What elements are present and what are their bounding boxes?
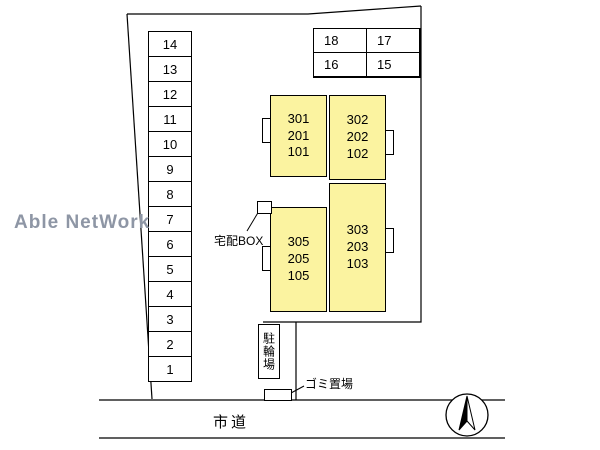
room-unit-301: 301 201 101 — [270, 95, 327, 177]
building-notch — [385, 228, 394, 253]
bicycle-parking-label: 駐輪場 — [261, 332, 276, 371]
garbage-pointer-line — [290, 385, 305, 394]
building-notch — [385, 130, 394, 155]
parking-space: 15 — [366, 52, 420, 77]
parking-space: 17 — [366, 28, 420, 53]
building-notch — [262, 246, 271, 271]
parking-space: 3 — [148, 306, 192, 332]
parking-grid-top-right: 18 17 16 15 — [313, 28, 421, 78]
garbage-area-label: ゴミ置場 — [305, 377, 354, 391]
delivery-box-pointer-line — [246, 210, 260, 232]
room-unit-305: 305 205 105 — [270, 207, 327, 312]
parking-space: 7 — [148, 206, 192, 232]
boundary-left-line — [126, 13, 153, 400]
parking-space: 12 — [148, 81, 192, 107]
compass-needle-right — [466, 395, 476, 431]
parking-space: 8 — [148, 181, 192, 207]
parking-space: 14 — [148, 31, 192, 57]
watermark-text: Able NetWork — [14, 212, 151, 233]
parking-space: 4 — [148, 281, 192, 307]
road-label: 市道 — [213, 414, 250, 431]
parking-space: 11 — [148, 106, 192, 132]
parking-space: 16 — [313, 52, 367, 77]
building-notch — [262, 118, 271, 143]
parking-space: 6 — [148, 231, 192, 257]
delivery-box-rect — [257, 201, 272, 214]
parking-space: 2 — [148, 331, 192, 357]
parking-space: 13 — [148, 56, 192, 82]
boundary-top-line — [127, 5, 422, 15]
parking-space: 5 — [148, 256, 192, 282]
parking-space: 1 — [148, 356, 192, 382]
parking-space: 10 — [148, 131, 192, 157]
parking-column-left: 14 13 12 11 10 9 8 7 6 5 4 3 2 1 — [148, 31, 192, 382]
garbage-area-rect — [264, 389, 292, 401]
parking-space: 9 — [148, 156, 192, 182]
delivery-box-label: 宅配BOX — [214, 234, 264, 248]
room-unit-302: 302 202 102 — [329, 95, 386, 180]
room-unit-303: 303 203 103 — [329, 183, 386, 312]
bicycle-parking-box: 駐輪場 — [258, 324, 280, 379]
parking-space: 18 — [313, 28, 367, 53]
boundary-right-line — [263, 6, 422, 323]
